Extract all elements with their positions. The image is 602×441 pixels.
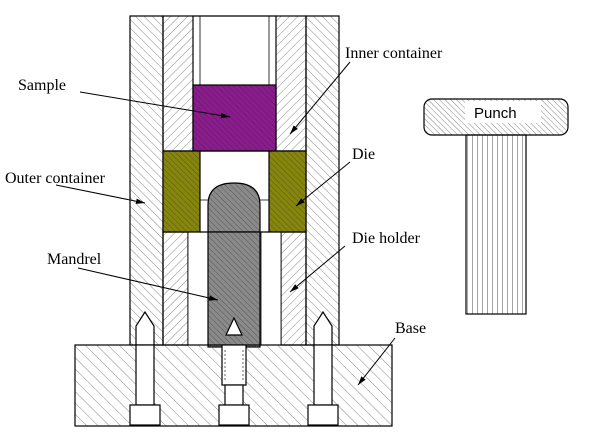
punch: [423, 98, 569, 315]
leader-lines: [55, 61, 396, 386]
label-punch: Punch: [474, 105, 517, 122]
label-mandrel: Mandrel: [47, 251, 102, 268]
label-base: Base: [395, 320, 426, 337]
die-holder: [162, 231, 307, 346]
die: [162, 150, 307, 233]
outer-container: [129, 15, 340, 346]
label-inner-container: Inner container: [345, 45, 443, 62]
label-sample: Sample: [18, 77, 66, 94]
label-outer-container: Outer container: [5, 170, 106, 187]
mandrel: [207, 182, 261, 348]
bolt-right: [307, 310, 339, 426]
label-die-holder: Die holder: [352, 230, 421, 247]
sample-block: [192, 84, 277, 152]
bolt-center: [218, 344, 250, 426]
label-die: Die: [352, 146, 375, 163]
bolt-left: [129, 310, 161, 426]
